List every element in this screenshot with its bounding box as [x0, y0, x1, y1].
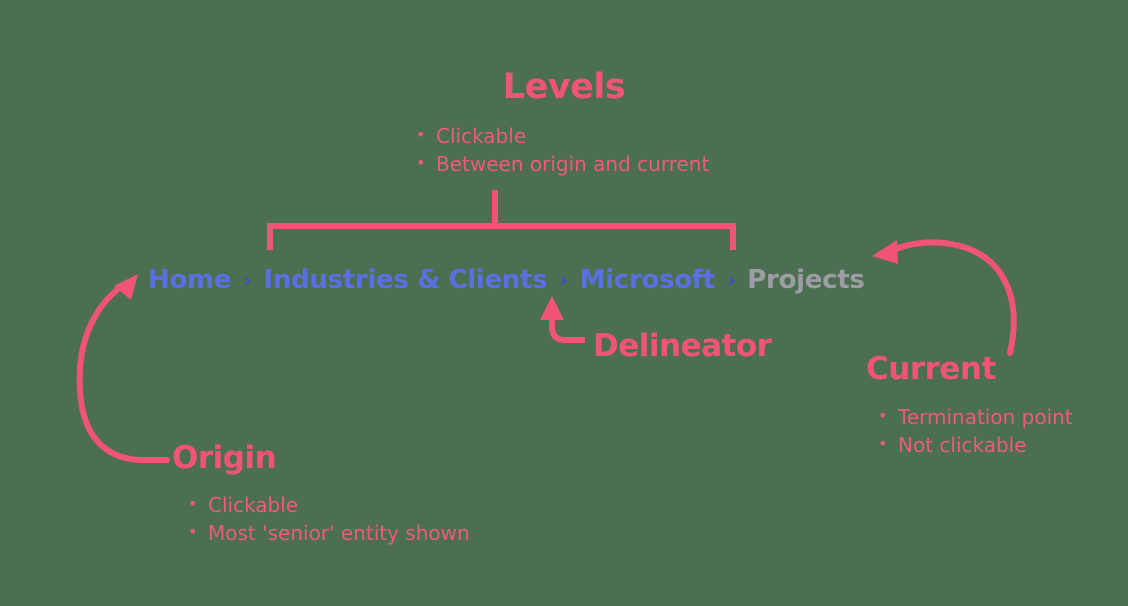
breadcrumb-item-home[interactable]: Home — [148, 265, 232, 295]
levels-title: Levels — [502, 67, 626, 107]
list-item: Clickable — [414, 121, 709, 150]
breadcrumb: Home › Industries & Clients › Microsoft … — [148, 265, 865, 295]
list-item: Termination point — [876, 402, 1073, 431]
breadcrumb-item-industries-and-clients[interactable]: Industries & Clients — [263, 265, 548, 295]
origin-bullet-list: Clickable Most 'senior' entity shown — [186, 490, 470, 547]
chevron-right-icon: › — [243, 268, 252, 292]
levels-bracket-connector — [267, 190, 736, 250]
list-item: Clickable — [186, 490, 470, 519]
chevron-right-icon: › — [726, 268, 736, 292]
current-title: Current — [866, 351, 996, 387]
current-arrow — [872, 239, 1017, 356]
chevron-right-icon: › — [559, 268, 568, 292]
delineator-arrow — [540, 296, 585, 343]
list-item: Most 'senior' entity shown — [186, 518, 470, 547]
list-item: Not clickable — [876, 430, 1073, 459]
current-bullet-list: Termination point Not clickable — [876, 402, 1073, 459]
delineator-title: Delineator — [593, 328, 772, 364]
breadcrumb-item-microsoft[interactable]: Microsoft — [579, 265, 716, 295]
breadcrumb-item-projects: Projects — [747, 265, 865, 295]
origin-title: Origin — [172, 440, 277, 476]
levels-bullet-list: Clickable Between origin and current — [414, 121, 709, 178]
origin-arrow — [76, 274, 170, 463]
list-item: Between origin and current — [414, 149, 709, 178]
